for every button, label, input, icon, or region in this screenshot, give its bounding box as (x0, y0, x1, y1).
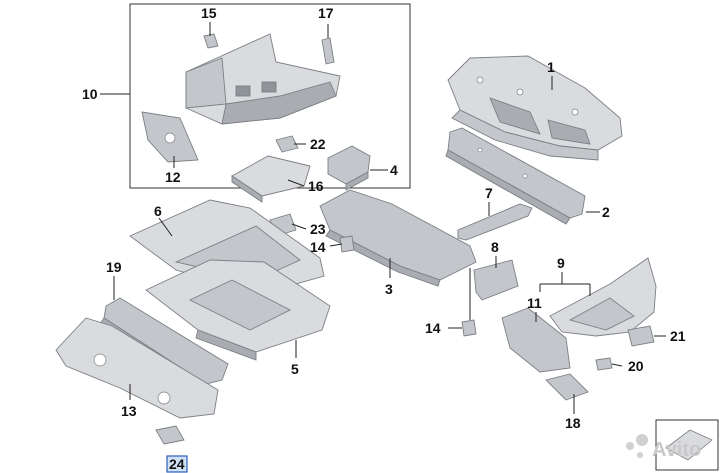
part-2-cross-member (445, 127, 586, 225)
callout-24-highlight (166, 455, 188, 473)
callout-24[interactable]: 24 (169, 456, 185, 472)
part-17-bracket (321, 37, 335, 65)
callout-16[interactable]: 16 (308, 178, 324, 194)
callout-20[interactable]: 20 (628, 358, 644, 374)
part-7-bracket (457, 203, 533, 241)
callout-14b[interactable]: 14 (425, 320, 441, 336)
callout-19[interactable]: 19 (106, 259, 122, 275)
callout-13[interactable]: 13 (121, 403, 137, 419)
callout-15[interactable]: 15 (201, 5, 217, 21)
part-4-box (327, 145, 371, 191)
callout-1[interactable]: 1 (547, 59, 555, 75)
part-3-floor-tunnel (319, 189, 477, 287)
part-10-trunk-box (185, 33, 341, 125)
part-5-floor-pan (145, 259, 331, 361)
part-15-clip (203, 33, 219, 49)
callout-9[interactable]: 9 (557, 255, 565, 271)
callout-17[interactable]: 17 (318, 5, 334, 21)
callout-2[interactable]: 2 (602, 204, 610, 220)
part-14b-clip (461, 319, 477, 337)
part-24-clip (155, 425, 185, 445)
part-11-side-panel (501, 307, 571, 373)
watermark-text: Avito (652, 439, 701, 461)
callout-7[interactable]: 7 (485, 185, 493, 201)
callout-18[interactable]: 18 (565, 415, 581, 431)
part-14a-clip (339, 235, 355, 253)
callout-5[interactable]: 5 (291, 361, 299, 377)
part-8-bracket (473, 259, 519, 301)
callout-12[interactable]: 12 (165, 169, 181, 185)
callout-numbers: 1 2 3 4 5 6 7 8 9 10 11 12 13 14 14 15 1… (82, 5, 686, 473)
callout-21[interactable]: 21 (670, 328, 686, 344)
part-16-tray (231, 155, 311, 203)
part-20-clip (595, 357, 613, 371)
callout-4[interactable]: 4 (390, 162, 398, 178)
part-13-end-panel (55, 317, 219, 419)
callout-14a[interactable]: 14 (310, 239, 326, 255)
part-1-rear-floor-panel (447, 55, 623, 161)
callout-23[interactable]: 23 (310, 221, 326, 237)
group-10-frame (129, 3, 411, 189)
part-12-side-plate (141, 111, 199, 163)
leader-lines (113, 22, 666, 414)
part-21-clip (627, 325, 655, 347)
watermark-logo: Avito (626, 419, 719, 471)
part-9-wheel-arch (549, 257, 657, 337)
part-22-bracket (275, 135, 299, 153)
callout-10[interactable]: 10 (82, 86, 98, 102)
callout-3[interactable]: 3 (385, 281, 393, 297)
callout-8[interactable]: 8 (491, 239, 499, 255)
callout-22[interactable]: 22 (310, 136, 326, 152)
part-18-bracket (545, 373, 589, 401)
callout-6[interactable]: 6 (154, 203, 162, 219)
callout-11[interactable]: 11 (527, 295, 542, 311)
